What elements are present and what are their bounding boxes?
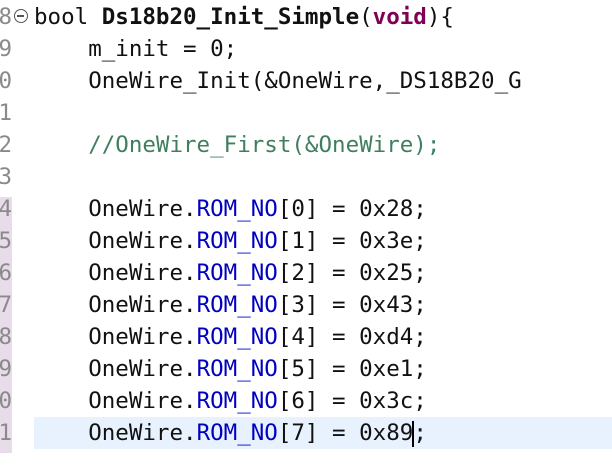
code-line[interactable]: OneWire_Init(&OneWire,_DS18B20_G xyxy=(34,65,612,97)
code-line-blank[interactable] xyxy=(34,161,612,193)
line-number: 7 xyxy=(0,292,12,318)
field-name: ROM_NO xyxy=(196,324,278,350)
assignment-rest: [2] = 0x25; xyxy=(277,260,427,286)
assignment-rest: [4] = 0xd4; xyxy=(277,324,427,350)
field-name: ROM_NO xyxy=(196,292,278,318)
line-number: 0 xyxy=(0,388,12,414)
field-name: ROM_NO xyxy=(196,228,278,254)
code-line-rom-assign[interactable]: OneWire.ROM_NO[6] = 0x3c; xyxy=(34,385,612,417)
field-name: ROM_NO xyxy=(196,260,278,286)
assignment-rest: [7] = 0x89 xyxy=(277,420,414,446)
code-line-rom-assign[interactable]: OneWire.ROM_NO[3] = 0x43; xyxy=(34,289,612,321)
comment-text: //OneWire_First(&OneWire); xyxy=(88,132,441,158)
change-marker-bar xyxy=(0,197,12,453)
line-number: 8 xyxy=(0,324,12,350)
field-name: ROM_NO xyxy=(196,420,278,446)
line-number: 8 xyxy=(0,4,12,30)
line-number: 4 xyxy=(0,196,12,222)
return-type: bool xyxy=(34,4,89,30)
line-number: 0 xyxy=(0,68,12,94)
open-paren: ( xyxy=(359,4,373,30)
object-name: OneWire. xyxy=(88,196,197,222)
line-number: 5 xyxy=(0,228,12,254)
line-number: 3 xyxy=(0,164,12,190)
object-name: OneWire. xyxy=(88,260,197,286)
field-name: ROM_NO xyxy=(196,196,278,222)
line-number: 6 xyxy=(0,260,12,286)
assignment-rest: [6] = 0x3c; xyxy=(277,388,427,414)
code-text: m_init = 0; xyxy=(88,36,238,62)
line-number: 1 xyxy=(0,100,12,126)
code-text: OneWire_Init(&OneWire,_DS18B20_G xyxy=(88,68,522,94)
code-line-comment[interactable]: //OneWire_First(&OneWire); xyxy=(34,129,612,161)
line-number: 9 xyxy=(0,356,12,382)
assignment-rest: [3] = 0x43; xyxy=(277,292,427,318)
object-name: OneWire. xyxy=(88,292,197,318)
function-name: Ds18b20_Init_Simple xyxy=(101,4,360,30)
object-name: OneWire. xyxy=(88,388,197,414)
line-number: 2 xyxy=(0,132,12,158)
object-name: OneWire. xyxy=(88,324,197,350)
assignment-rest: [0] = 0x28; xyxy=(277,196,427,222)
line-number: 9 xyxy=(0,36,12,62)
object-name: OneWire. xyxy=(88,420,197,446)
code-line-rom-assign[interactable]: OneWire.ROM_NO[0] = 0x28; xyxy=(34,193,612,225)
line-number-gutter: 8 9 0 1 2 3 4 5 6 7 8 9 0 1 xyxy=(0,0,34,473)
code-line-rom-assign[interactable]: OneWire.ROM_NO[2] = 0x25; xyxy=(34,257,612,289)
object-name: OneWire. xyxy=(88,356,197,382)
code-line-current[interactable]: OneWire.ROM_NO[7] = 0x89; xyxy=(34,417,612,449)
code-line-func-decl[interactable]: bool Ds18b20_Init_Simple(void){ xyxy=(34,1,612,33)
assignment-rest: [1] = 0x3e; xyxy=(277,228,427,254)
text-cursor xyxy=(412,420,415,447)
assignment-rest: [5] = 0xe1; xyxy=(277,356,427,382)
field-name: ROM_NO xyxy=(196,356,278,382)
close-brace: ){ xyxy=(426,4,454,30)
code-line[interactable]: m_init = 0; xyxy=(34,33,612,65)
void-keyword: void xyxy=(372,4,427,30)
code-line-rom-assign[interactable]: OneWire.ROM_NO[5] = 0xe1; xyxy=(34,353,612,385)
code-line-rom-assign[interactable]: OneWire.ROM_NO[4] = 0xd4; xyxy=(34,321,612,353)
object-name: OneWire. xyxy=(88,228,197,254)
code-line-blank[interactable] xyxy=(34,97,612,129)
code-line-rom-assign[interactable]: OneWire.ROM_NO[1] = 0x3e; xyxy=(34,225,612,257)
line-number: 1 xyxy=(0,420,12,446)
collapse-fold-icon[interactable] xyxy=(14,9,28,23)
field-name: ROM_NO xyxy=(196,388,278,414)
semicolon: ; xyxy=(413,420,427,446)
